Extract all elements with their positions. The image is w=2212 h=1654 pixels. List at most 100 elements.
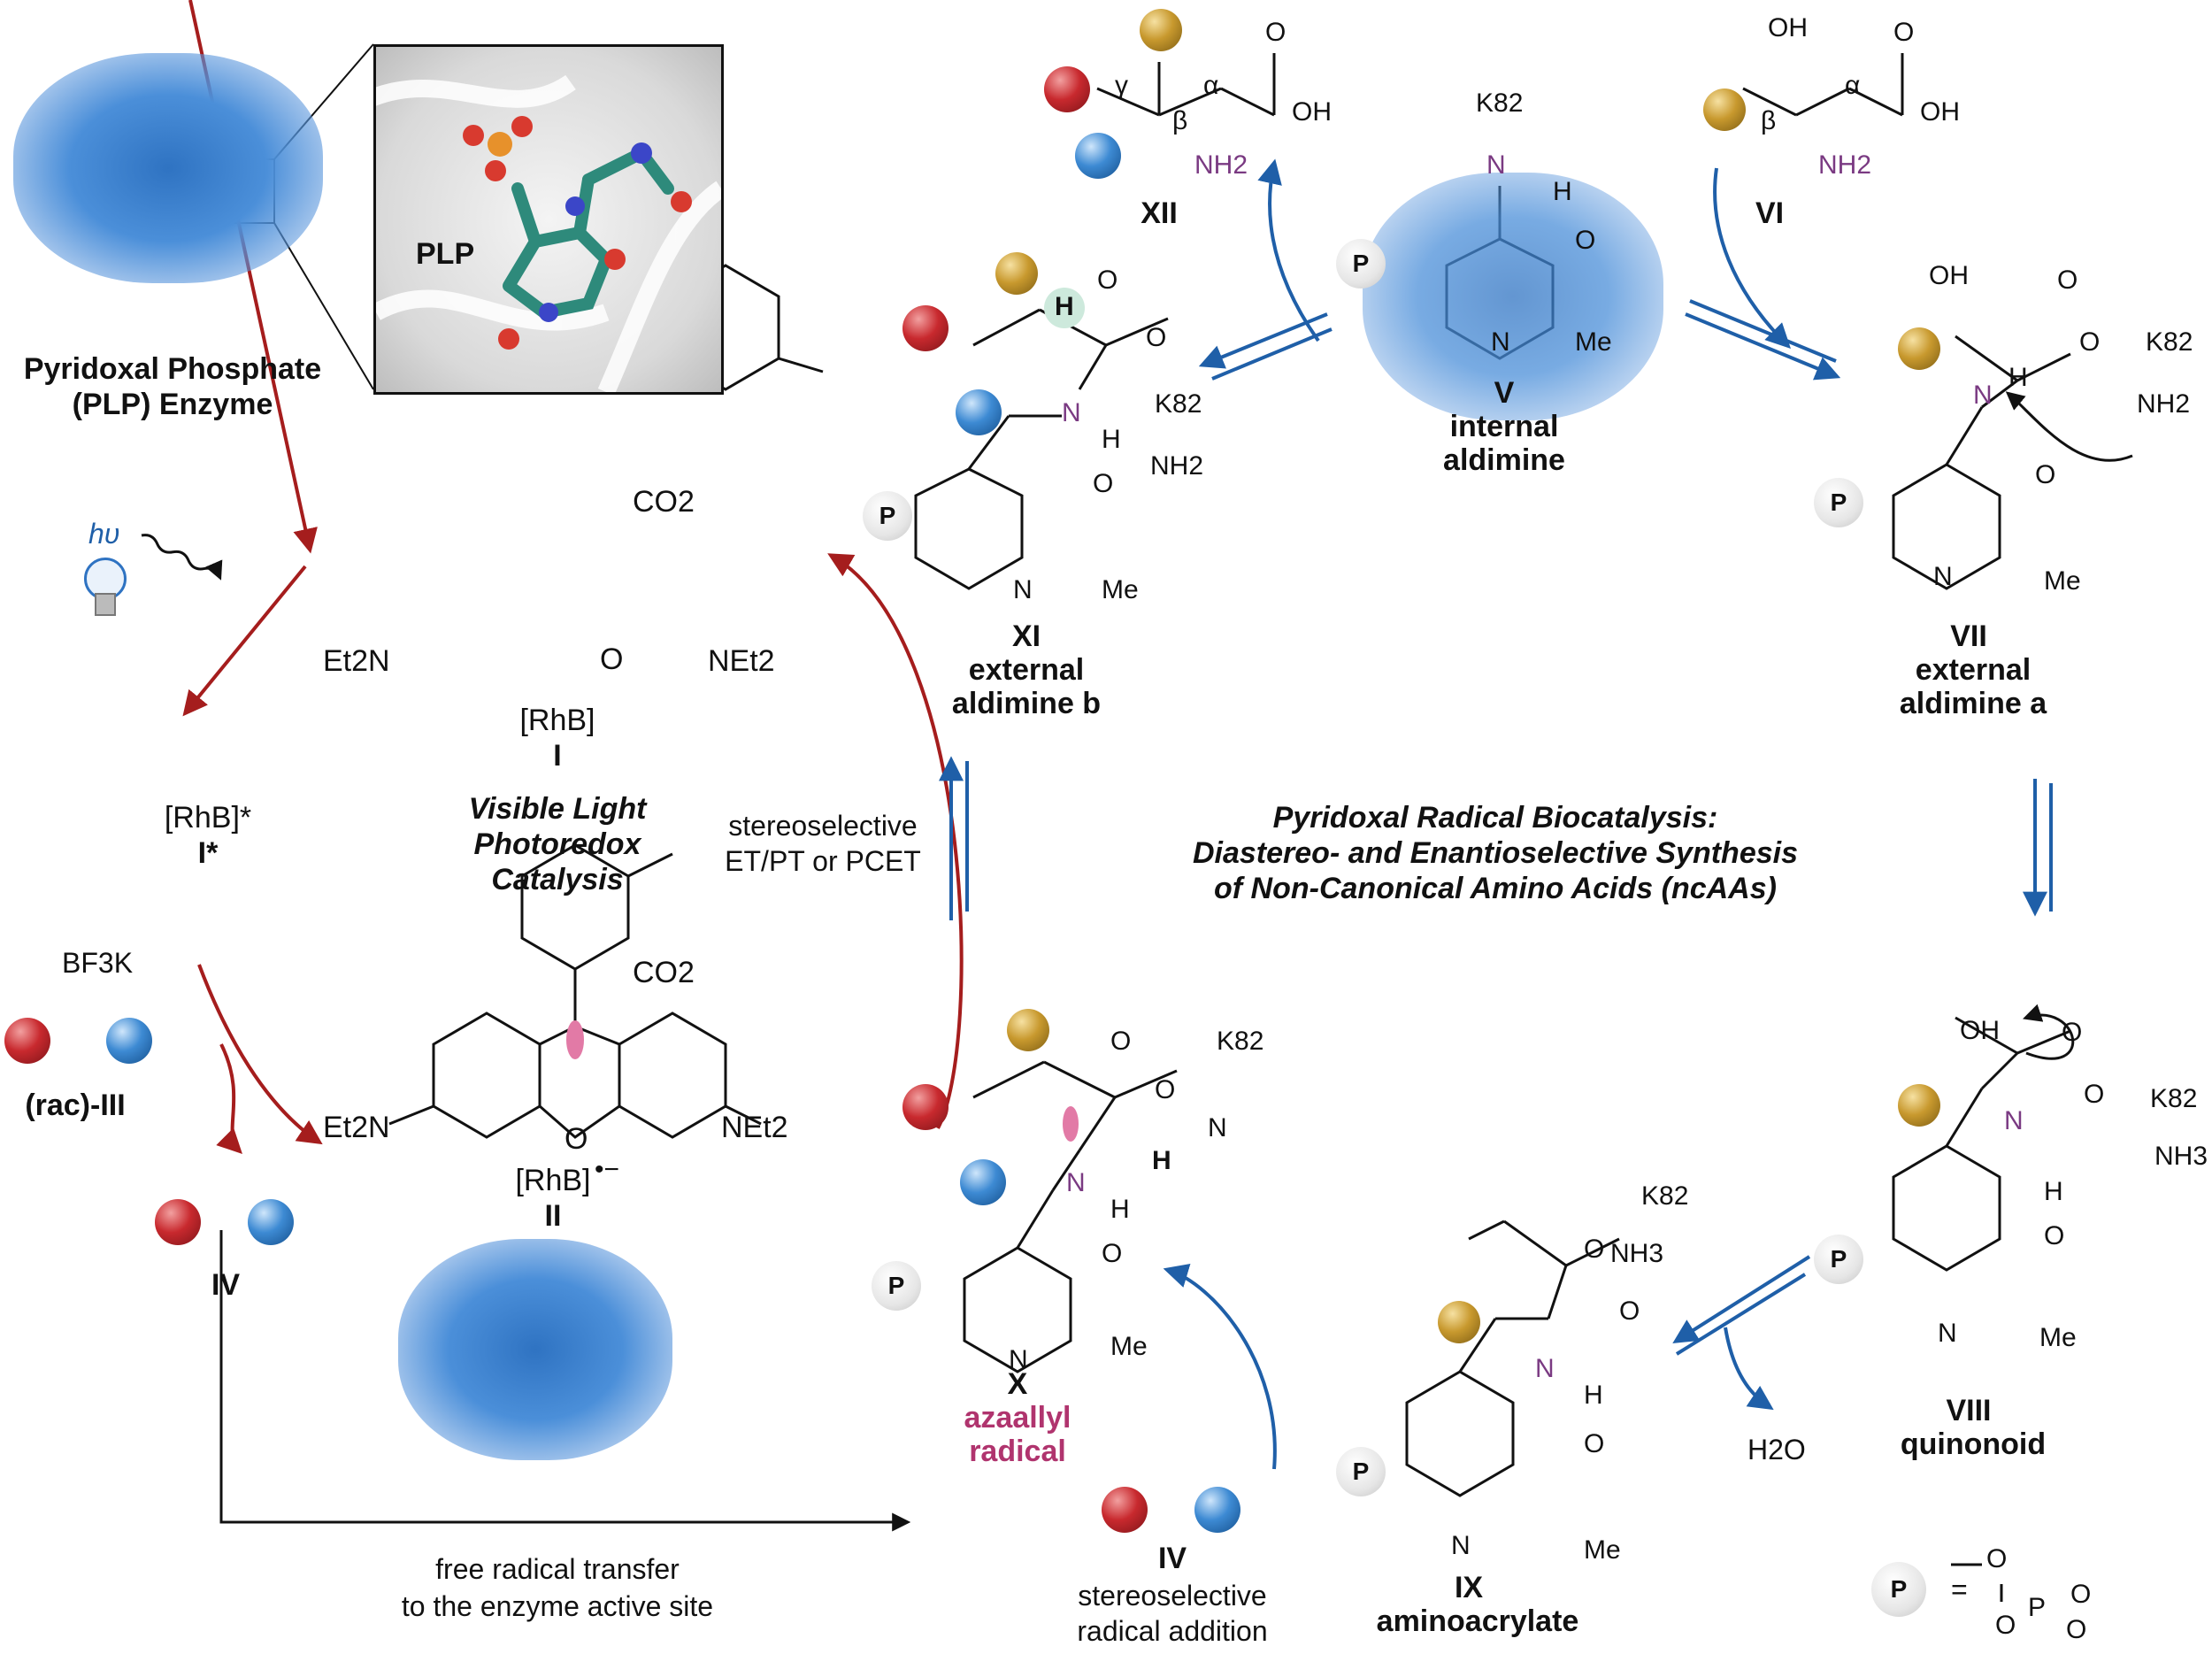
VII-gold-ball — [1898, 327, 1940, 370]
IX-n: N — [1535, 1354, 1555, 1383]
XII-number: XII — [1141, 196, 1178, 230]
VIII-nh3: NH3 — [2154, 1142, 2208, 1171]
VII-o-ring: O — [2035, 460, 2056, 489]
V-phosphate-circle: P — [1336, 239, 1386, 288]
legend-phosphate-circle: P — [1871, 1562, 1926, 1617]
VII-oh: OH — [1929, 261, 1969, 290]
VII-n: N — [1973, 381, 1993, 410]
IX-nh3: NH3 — [1610, 1239, 1664, 1268]
X-o-minus: O — [1155, 1075, 1176, 1104]
V-me: Me — [1575, 327, 1612, 357]
radical-IV-label: IV — [211, 1268, 241, 1302]
XII-gamma: γ — [1115, 71, 1128, 100]
rhb-excited-number: I* — [197, 836, 219, 870]
X-red-ball — [902, 1084, 949, 1130]
VIII-oh: OH — [1960, 1016, 2000, 1045]
XII-nh2: NH2 — [1194, 150, 1248, 180]
V-line1: internal — [1449, 410, 1559, 443]
rhb-II-co2: CO2 — [633, 956, 695, 989]
blue-substituent-ball — [106, 1018, 152, 1064]
photoredox-title-line1: Visible Light — [468, 792, 647, 826]
photoredox-title-line2: Photoredox — [473, 827, 641, 861]
XI-red-ball — [902, 305, 949, 351]
VII-o: O — [2057, 265, 2078, 295]
VII-o-minus: O — [2079, 327, 2101, 357]
IX-line1: aminoacrylate — [1376, 1604, 1579, 1638]
VII-line1: external — [1915, 653, 2032, 687]
bf3k-label: BF3K — [62, 947, 134, 979]
VIII-h: H — [2044, 1177, 2063, 1206]
internal-aldimine-protein — [1363, 173, 1663, 420]
radical-transfer-line1: free radical transfer — [435, 1553, 680, 1585]
VIII-k82: K82 — [2150, 1084, 2198, 1113]
IX-gold-ball — [1438, 1301, 1480, 1343]
red-substituent-ball — [4, 1018, 50, 1064]
VIII-o-ring: O — [2044, 1221, 2065, 1250]
rhb-I-co2: CO2 — [633, 485, 695, 519]
rhb-I-et2n: Et2N — [323, 644, 390, 678]
VII-nh2: NH2 — [2137, 389, 2191, 419]
scheme-subtitle-line1: Diastereo- and Enantioselective Synthesi… — [1192, 836, 1799, 870]
rhb-II-name: [RhB] — [515, 1164, 591, 1197]
V-k82: K82 — [1476, 88, 1524, 118]
rhb-I-name: [RhB] — [519, 704, 595, 737]
X-n-lys: N — [1208, 1113, 1227, 1142]
XII-gold-ball — [1140, 9, 1182, 51]
legend-equals: = — [1951, 1573, 1968, 1605]
rhb-I-number: I — [553, 739, 562, 773]
VI-o: O — [1893, 18, 1915, 47]
X-number: X — [1007, 1367, 1028, 1401]
X-n: N — [1066, 1168, 1086, 1197]
X-blue-ball — [960, 1159, 1006, 1205]
XII-o: O — [1265, 18, 1286, 47]
X-line2: radical — [969, 1435, 1066, 1468]
XI-gold-ball — [995, 252, 1038, 295]
IV2-label: IV — [1157, 1542, 1187, 1575]
plp-active-site-inset: PLP — [373, 44, 724, 395]
X-n-ring: N — [1009, 1345, 1028, 1374]
rhb-I-net2: NEt2 — [708, 644, 775, 678]
IX-o: O — [1584, 1235, 1605, 1264]
V-number: V — [1494, 376, 1515, 410]
VI-nh2: NH2 — [1818, 150, 1872, 180]
VI-number: VI — [1755, 196, 1785, 230]
photoredox-title-line3: Catalysis — [491, 863, 624, 896]
VII-me: Me — [2044, 566, 2081, 596]
light-bulb-icon — [84, 558, 127, 616]
IX-phosphate-circle: P — [1336, 1447, 1386, 1496]
VIII-n: N — [2004, 1106, 2024, 1135]
XI-nh2: NH2 — [1150, 451, 1204, 481]
X-line1: azaallyl — [964, 1401, 1071, 1435]
rhb-II-number: II — [544, 1199, 562, 1233]
IX-o-minus: O — [1619, 1296, 1640, 1326]
V-h: H — [1553, 177, 1572, 206]
et-pt-line2: ET/PT or PCET — [725, 845, 921, 877]
photoredox-enzyme-protein — [398, 1239, 672, 1460]
legend-o-top: O — [1986, 1544, 2008, 1573]
V-o: O — [1575, 226, 1596, 255]
radical-IV-blue-ball — [248, 1199, 294, 1245]
V-n-ring: N — [1491, 327, 1510, 357]
VI-oh: OH — [1768, 13, 1808, 42]
VII-phosphate-circle: P — [1814, 478, 1863, 527]
rhb-II-charge: •− — [595, 1155, 620, 1184]
XI-line1: external — [968, 653, 1085, 687]
XI-h-highlight — [1044, 288, 1085, 328]
XII-beta: β — [1172, 106, 1188, 135]
XII-blue-ball — [1075, 133, 1121, 179]
plp-enzyme-protein — [13, 53, 323, 283]
light-label: hυ — [88, 518, 120, 550]
VI-oh2: OH — [1920, 97, 1960, 127]
XII-red-ball — [1044, 66, 1090, 112]
XII-alpha: α — [1203, 71, 1219, 100]
enzyme-label-line2: (PLP) Enzyme — [72, 388, 273, 421]
VIII-o: O — [2062, 1018, 2083, 1047]
VI-alpha: α — [1845, 71, 1861, 100]
VIII-me: Me — [2039, 1323, 2077, 1352]
XI-o-minus: O — [1146, 323, 1167, 352]
rhb-II-o: O — [565, 1122, 588, 1156]
red-arc-arrow — [827, 553, 964, 1129]
XI-o: O — [1097, 265, 1118, 295]
